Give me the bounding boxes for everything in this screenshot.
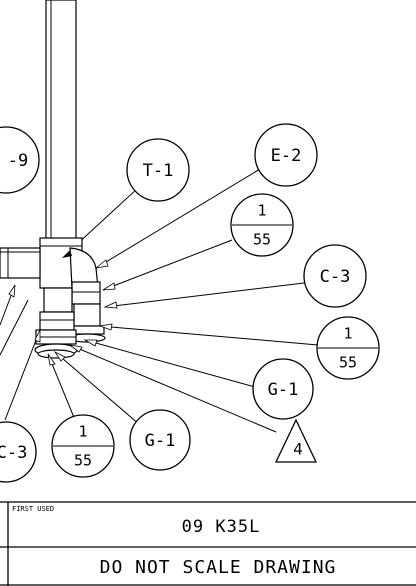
leader-frac-bottom (47, 353, 76, 421)
fraction-upper: 1 55 (230, 193, 294, 257)
leader-delta (69, 344, 277, 433)
coupling-right (71, 281, 101, 305)
fraction-bottom-num: 1 (78, 423, 87, 441)
fraction-bottom: 1 55 (51, 414, 115, 478)
leader-c3-right (104, 282, 305, 308)
leader-g1-bottom (54, 351, 141, 426)
callout-c3-right: C-3 (303, 244, 367, 308)
leader-frac-right (99, 325, 319, 346)
pipe-assembly (0, 0, 106, 359)
callout-g1-right-label: G-1 (268, 380, 299, 400)
callout-e2-label: E-2 (271, 146, 302, 166)
callout-c3-left: C-3 (0, 421, 37, 483)
coupling-left (39, 311, 75, 331)
title-block: FIRST USED 09 K35L DO NOT SCALE DRAWING (0, 501, 416, 586)
delta-flag-4-label: 4 (293, 440, 303, 459)
side-branch-pipe (0, 247, 41, 279)
fraction-upper-num: 1 (257, 202, 266, 220)
first-used-label: FIRST USED (12, 505, 54, 513)
leader-frac-upper (102, 239, 233, 291)
arrowhead (83, 339, 98, 347)
callout-partial-9: -9 (0, 126, 40, 194)
fraction-bottom-den: 55 (74, 452, 92, 470)
arrowheads (8, 250, 118, 366)
stub-pipe-left (43, 287, 73, 313)
leader-lines (0, 165, 319, 433)
callout-partial-9-label: -9 (8, 151, 28, 171)
first-used-value: 09 K35L (182, 517, 261, 537)
arrowhead (94, 259, 109, 269)
fraction-upper-den: 55 (253, 231, 271, 249)
arrowhead (98, 323, 113, 331)
arrowhead (53, 350, 66, 362)
callout-c3-right-label: C-3 (320, 267, 351, 287)
callout-c3-left-label: C-3 (0, 443, 27, 463)
arrowhead (102, 282, 116, 291)
fraction-right-num: 1 (343, 325, 352, 343)
callout-g1-right: G-1 (252, 358, 314, 420)
no-scale-note: DO NOT SCALE DRAWING (100, 557, 337, 578)
arrowhead (69, 344, 83, 353)
callout-t1-label: T-1 (143, 161, 174, 181)
arrowhead (8, 284, 16, 298)
arrowhead (62, 250, 72, 258)
arrowhead (47, 353, 56, 366)
arrowhead (103, 301, 118, 309)
reducer-right (73, 303, 101, 327)
leader-g1-right (84, 339, 256, 388)
leader-c3-left (4, 329, 41, 421)
leader-left-2 (0, 299, 29, 356)
fraction-right-den: 55 (339, 354, 357, 372)
callout-g1-bottom: G-1 (129, 409, 191, 471)
arrowhead (34, 329, 41, 343)
delta-flag-4: 4 (274, 418, 318, 463)
fraction-right: 1 55 (316, 316, 380, 380)
callout-g1-bottom-label: G-1 (145, 431, 176, 451)
callout-e2: E-2 (254, 123, 318, 187)
callout-t1: T-1 (126, 138, 190, 202)
leader-e2 (95, 165, 266, 269)
